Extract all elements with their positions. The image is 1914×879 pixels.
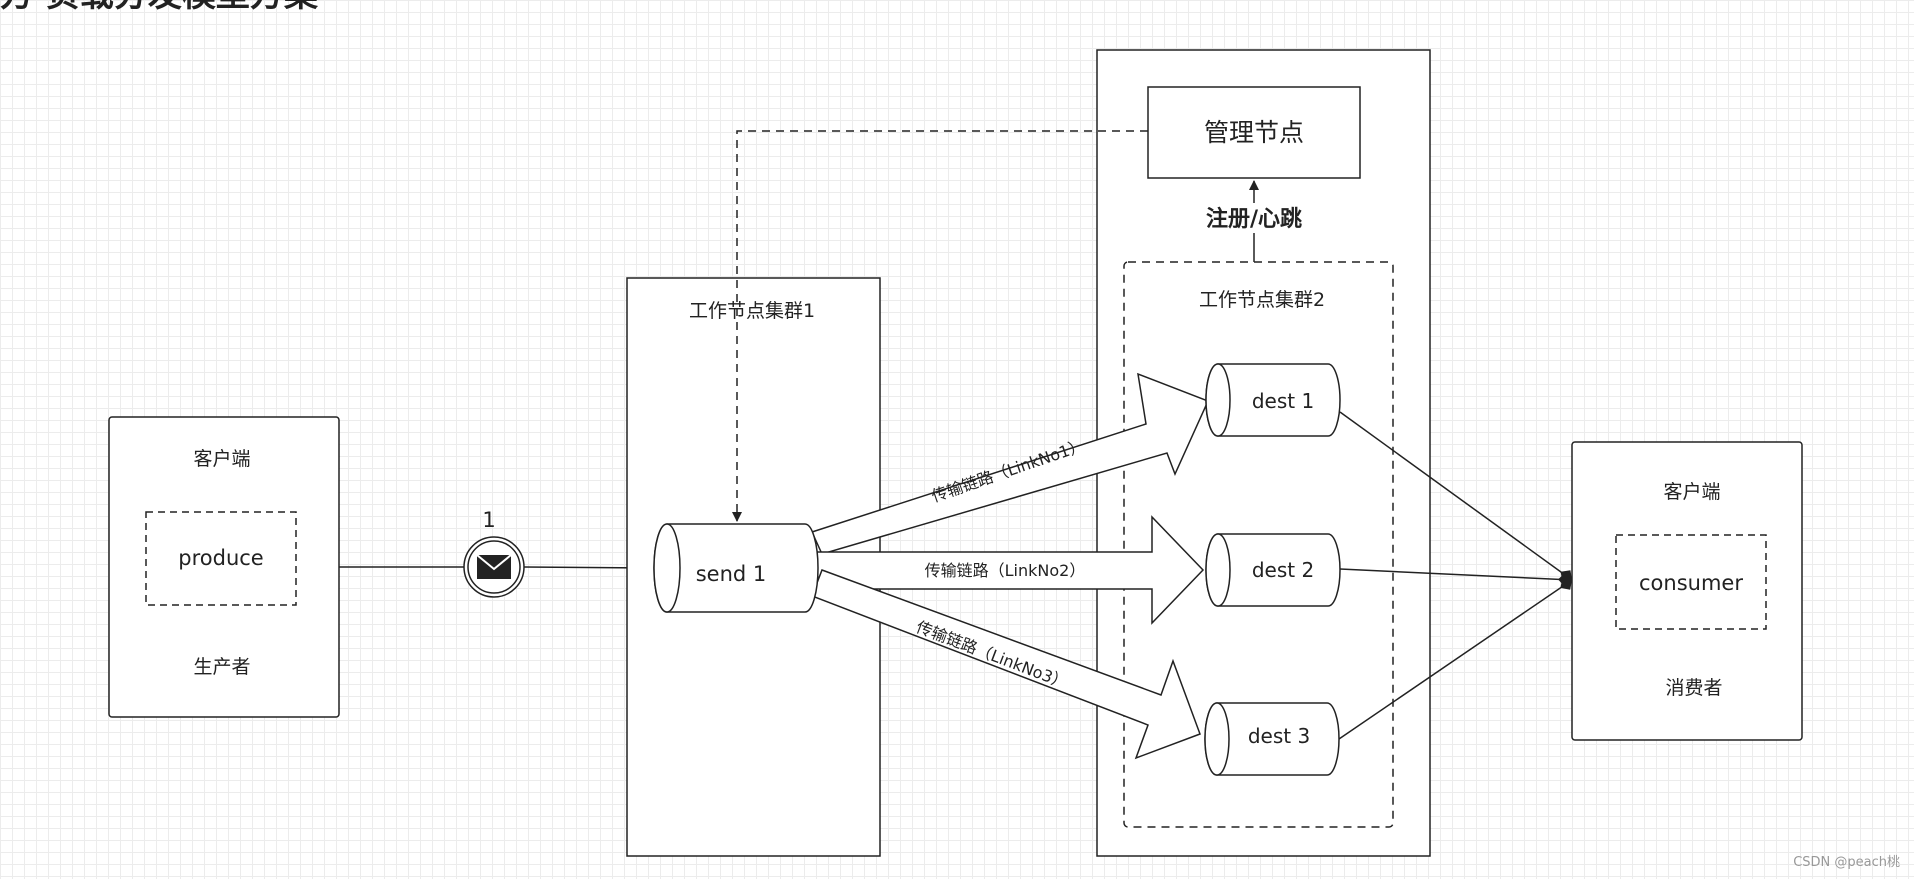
cluster2-title: 工作节点集群2 xyxy=(1199,289,1325,311)
message-event: 1 xyxy=(463,508,525,598)
consumer-box xyxy=(1615,534,1767,630)
envelope-icon xyxy=(476,554,512,579)
send1-label: send 1 xyxy=(696,562,767,586)
producer-client-box: 客户端 produce 生产者 xyxy=(108,416,340,718)
watermark: CSDN @peach桃 xyxy=(1793,855,1900,870)
producer-label: 生产者 xyxy=(193,656,250,678)
manager-to-send-dashed-line xyxy=(732,130,1148,522)
heartbeat-label: 注册/心跳 xyxy=(1206,206,1302,232)
produce-box xyxy=(145,511,297,606)
dest2-node: dest 2 xyxy=(1205,533,1341,607)
dest2-label: dest 2 xyxy=(1252,558,1314,582)
manager-node: 管理节点 xyxy=(1147,86,1361,179)
manager-node-label: 管理节点 xyxy=(1204,118,1304,147)
message-label: 1 xyxy=(482,508,495,532)
dest3-node: dest 3 xyxy=(1204,702,1340,776)
consumer-client-box: 客户端 consumer 消费者 xyxy=(1571,441,1803,741)
dest2-to-consumer-line xyxy=(1339,568,1573,587)
producer-client-title: 客户端 xyxy=(193,448,250,470)
page-heading: 方 负载分发模型方案 xyxy=(0,0,319,15)
dest1-to-consumer-line xyxy=(1339,411,1573,582)
cluster1-title: 工作节点集群1 xyxy=(689,300,815,322)
dest1-label: dest 1 xyxy=(1252,389,1314,413)
link-label-2: 传输链路（LinkNo2） xyxy=(925,561,1086,580)
produce-label: produce xyxy=(178,546,263,570)
consumer-role-label: 消费者 xyxy=(1665,677,1722,699)
dest3-to-consumer-line xyxy=(1338,578,1573,740)
dest3-label: dest 3 xyxy=(1248,724,1310,748)
consumer-client-title: 客户端 xyxy=(1663,481,1720,503)
consumer-label: consumer xyxy=(1639,571,1743,595)
send1-node: send 1 xyxy=(653,523,819,613)
dest1-node: dest 1 xyxy=(1205,363,1341,437)
